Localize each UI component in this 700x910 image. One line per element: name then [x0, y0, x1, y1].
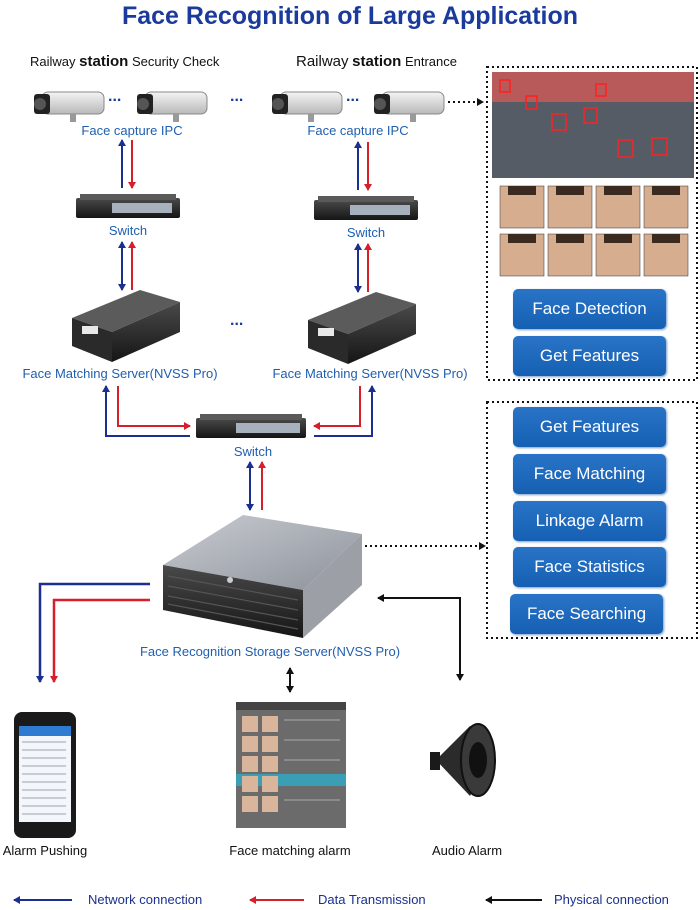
legend-network: Network connection	[88, 892, 203, 907]
storage-server-icon	[163, 515, 362, 638]
arrows-physical	[286, 594, 464, 693]
header-right-suffix: Entrance	[404, 54, 457, 69]
legend-data: Data Transmission	[318, 892, 426, 907]
face-statistics-button: Face Statistics	[513, 547, 666, 587]
header-left-prefix: Railway	[30, 54, 76, 69]
get-features-button-top: Get Features	[513, 336, 666, 376]
switch-icon-right	[314, 196, 418, 220]
label-audio-alarm: Audio Alarm	[431, 843, 503, 858]
camera-icon-2	[137, 91, 208, 122]
arrows-ipc-switch	[118, 139, 372, 191]
phone-icon	[14, 712, 76, 838]
linkage-alarm-button: Linkage Alarm	[513, 501, 666, 541]
header-security-check: Railway station Security Check	[30, 53, 219, 70]
label-face-matching-alarm: Face matching alarm	[229, 843, 351, 858]
header-right-prefix: Railway	[296, 53, 349, 70]
header-right-bold: station	[352, 53, 402, 70]
face-searching-button: Face Searching	[510, 594, 663, 634]
camera-icon-1	[34, 91, 105, 122]
camera-icon-4	[374, 91, 445, 122]
label-ipc-right: Face capture IPC	[307, 123, 409, 138]
face-thumbnails	[499, 185, 689, 277]
get-features-button: Get Features	[513, 407, 666, 447]
arrows-switch-storage	[246, 461, 266, 511]
label-storage-server: Face Recognition Storage Server(NVSS Pro…	[139, 644, 401, 659]
server-icon-left	[72, 290, 180, 362]
server-icon-right	[308, 292, 416, 364]
header-left-suffix: Security Check	[131, 54, 220, 69]
ellipsis-4: ...	[230, 312, 244, 329]
face-matching-button: Face Matching	[513, 454, 666, 494]
label-switch-left: Switch	[108, 223, 148, 238]
arrows-server-center-switch	[102, 385, 376, 437]
camera-icon-3	[272, 91, 343, 122]
label-switch-center: Switch	[233, 444, 273, 459]
crowd-image	[492, 72, 694, 178]
header-entrance: Railway station Entrance	[296, 53, 457, 70]
header-left-bold: station	[79, 53, 129, 70]
ellipsis-2: ...	[230, 88, 244, 105]
label-alarm-pushing: Alarm Pushing	[2, 843, 88, 858]
switch-icon-left	[76, 194, 180, 218]
switch-icon-center	[196, 414, 306, 438]
speaker-icon	[430, 723, 496, 797]
label-server-right: Face Matching Server(NVSS Pro)	[272, 366, 468, 381]
face-detection-button: Face Detection	[513, 289, 666, 329]
ellipsis-3: ...	[346, 88, 360, 105]
legend-physical: Physical connection	[554, 892, 669, 907]
ellipsis-1: ...	[108, 88, 122, 105]
label-server-left: Face Matching Server(NVSS Pro)	[22, 366, 218, 381]
label-switch-right: Switch	[346, 225, 386, 240]
arrows-storage-phone	[36, 582, 150, 683]
page-title: Face Recognition of Large Application	[121, 2, 579, 30]
face-matching-screen-icon	[236, 702, 346, 828]
label-ipc-left: Face capture IPC	[81, 123, 183, 138]
arrows-switch-server	[118, 241, 372, 293]
